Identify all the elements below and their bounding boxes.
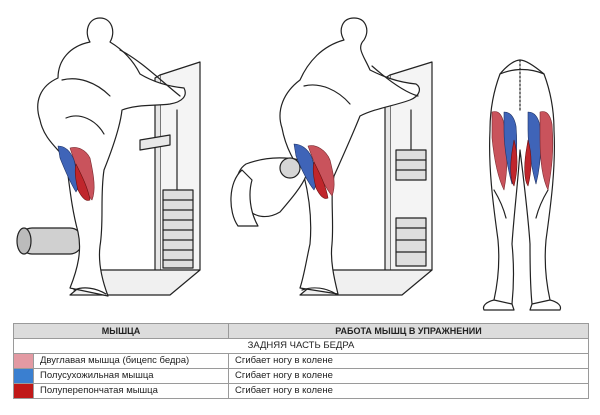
- muscle-biceps-femoris-right: [539, 111, 554, 191]
- muscle-action: Сгибает ногу в колене: [228, 353, 589, 369]
- anatomy-posterior-view: [482, 59, 562, 311]
- muscle-table: МЫШЦА РАБОТА МЫШЦ В УПРАЖНЕНИИ ЗАДНЯЯ ЧА…: [13, 323, 589, 399]
- muscle-semimembranosus-1: [74, 163, 91, 201]
- muscle-semimembranosus-left: [510, 139, 518, 187]
- table-row: Полуперепончатая мышца Сгибает ногу в ко…: [13, 383, 589, 399]
- figure-end-position: [230, 17, 433, 296]
- muscle-name: Полусухожильная мышца: [33, 368, 229, 384]
- muscle-semimembranosus-right: [524, 139, 532, 187]
- color-swatch-semimembranosus: [13, 383, 34, 399]
- color-swatch-semitendinosus: [13, 368, 34, 384]
- muscle-name: Полуперепончатая мышца: [33, 383, 229, 399]
- muscle-action: Сгибает ногу в колене: [228, 383, 589, 399]
- header-work: РАБОТА МЫШЦ В УПРАЖНЕНИИ: [228, 323, 589, 339]
- muscle-name: Двуглавая мышца (бицепс бедра): [33, 353, 229, 369]
- color-swatch-biceps: [13, 353, 34, 369]
- table-row: Двуглавая мышца (бицепс бедра) Сгибает н…: [13, 353, 589, 369]
- ankle-roller-1: [16, 227, 83, 255]
- header-muscle: МЫШЦА: [13, 323, 229, 339]
- table-row: Полусухожильная мышца Сгибает ногу в кол…: [13, 368, 589, 384]
- muscle-action: Сгибает ногу в колене: [228, 368, 589, 384]
- table-header-row: МЫШЦА РАБОТА МЫШЦ В УПРАЖНЕНИИ: [13, 323, 589, 339]
- figure-start-position: [16, 17, 201, 297]
- muscle-semimembranosus-2: [312, 161, 329, 199]
- section-label: ЗАДНЯЯ ЧАСТЬ БЕДРА: [13, 338, 589, 354]
- section-row: ЗАДНЯЯ ЧАСТЬ БЕДРА: [13, 338, 589, 354]
- exercise-illustration: [16, 17, 562, 311]
